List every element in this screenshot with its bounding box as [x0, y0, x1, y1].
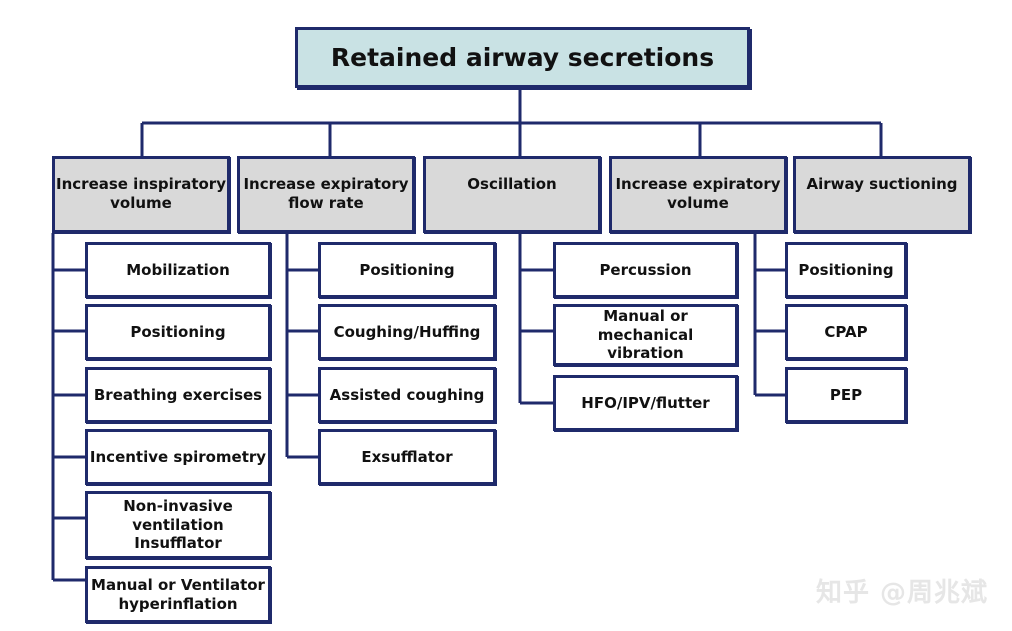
category-oscillation: Oscillation	[423, 156, 601, 233]
root-node: Retained airway secretions	[295, 27, 750, 88]
category-increase-expiratory-flow-rate: Increase expiratory flow rate	[237, 156, 415, 233]
watermark: 知乎 @周兆斌	[815, 578, 988, 608]
leaf-assisted-coughing: Assisted coughing	[318, 367, 496, 423]
leaf-incentive-spirometry: Incentive spirometry	[85, 429, 271, 485]
leaf-positioning: Positioning	[785, 242, 907, 298]
leaf-mobilization: Mobilization	[85, 242, 271, 298]
leaf-non-invasive-ventilation: Non-invasive ventilation Insufflator	[85, 491, 271, 559]
leaf-percussion: Percussion	[553, 242, 738, 298]
leaf-positioning: Positioning	[318, 242, 496, 298]
leaf-hyperinflation: Manual or Ventilator hyperinflation	[85, 566, 271, 623]
leaf-pep: PEP	[785, 367, 907, 423]
leaf-hfo-ipv-flutter: HFO/IPV/flutter	[553, 375, 738, 431]
category-increase-expiratory-volume: Increase expiratory volume	[609, 156, 787, 233]
leaf-coughing-huffing: Coughing/Huffing	[318, 304, 496, 360]
category-increase-inspiratory-volume: Increase inspiratory volume	[52, 156, 230, 233]
leaf-vibration: Manual or mechanical vibration	[553, 304, 738, 366]
leaf-breathing-exercises: Breathing exercises	[85, 367, 271, 423]
leaf-exsufflator: Exsufflator	[318, 429, 496, 485]
leaf-positioning: Positioning	[85, 304, 271, 360]
category-airway-suctioning: Airway suctioning	[793, 156, 971, 233]
leaf-cpap: CPAP	[785, 304, 907, 360]
